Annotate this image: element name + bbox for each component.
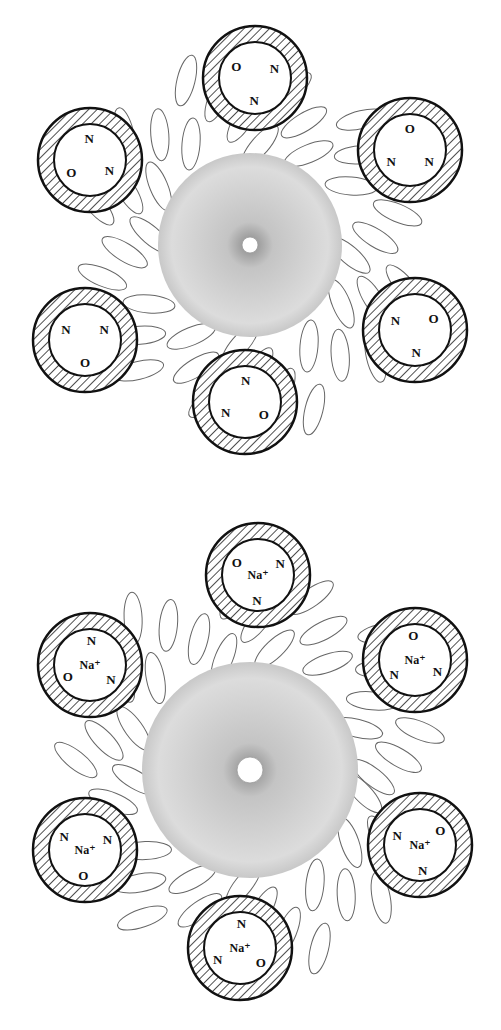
atom-label: N [269,61,280,74]
atom-label: Na⁺ [79,659,102,671]
atom-label: O [65,165,77,178]
side-chain [348,216,402,259]
side-chain [80,715,129,765]
atom-label: N [98,323,109,336]
side-chain [329,329,351,382]
atom-label: N [104,164,115,177]
atom-label: O [79,356,91,369]
peptide-ring: N N O [354,94,466,206]
atom-label: Na⁺ [404,654,427,666]
side-chain [184,612,214,667]
atom-label: N [388,667,399,680]
peptide-ring: Na⁺ N N O [184,892,296,1004]
peptide-ring: Na⁺ N N O [364,789,476,901]
side-chain [180,117,202,170]
side-chain [393,712,448,748]
atom-label: O [404,122,416,135]
atom-label: O [258,407,270,420]
atom-label: O [230,60,242,73]
peptide-ring: N N O [29,284,141,396]
peptide-ring: N N O [189,346,301,458]
side-chain [115,901,170,935]
side-chain [149,108,171,161]
side-chain [303,858,326,912]
atom-label: N [390,313,401,326]
atom-label: N [417,863,428,876]
peptide-ring: Na⁺NNO [34,609,146,721]
atom-label: N [240,374,251,387]
atom-label: N [105,672,116,685]
atom-label: Na⁺ [74,844,97,856]
side-chain [171,53,201,108]
side-chain [142,651,169,705]
atom-label: O [434,824,446,837]
side-chain [50,737,102,783]
ring-outline [199,22,311,134]
side-chain [296,611,350,651]
pore-lining [142,662,358,878]
side-chain [336,868,356,921]
side-chain [305,921,335,976]
peptide-ring: Na⁺ N N O [29,794,141,906]
atom-label: O [407,629,419,642]
peptide-ring: Na⁺ N N O [359,604,471,716]
atom-label: N [385,155,396,168]
atom-label: O [231,555,243,568]
pore [242,237,258,253]
ring-outline [29,284,141,396]
atom-label: N [251,594,262,607]
pore-lining [158,153,342,337]
atom-label: N [274,557,285,570]
ring-outline [359,274,471,386]
peptide-ring: Na⁺ N N O [202,519,314,631]
atom-label: N [212,953,223,966]
atom-label: N [102,833,113,846]
atom-label: N [391,828,402,841]
ring-outline [189,346,301,458]
ring-outline [354,94,466,206]
atom-label: O [62,670,74,683]
atom-label: Na⁺ [409,839,432,851]
atom-label: N [236,917,247,930]
peptide-ring: N N O [199,22,311,134]
pore [237,757,263,783]
atom-label: N [59,830,70,843]
peptide-ring: N N O [359,274,471,386]
side-chain [300,646,355,680]
atom-label: N [83,132,94,145]
atom-label: N [423,154,434,167]
atom-label: N [410,346,421,359]
atom-label: Na⁺ [229,942,252,954]
atom-label: N [249,94,260,107]
atom-label: N [60,323,71,336]
side-chain [157,599,180,653]
atom-label: N [86,634,97,647]
peptide-ring: N N O [34,104,146,216]
side-chain [371,736,425,778]
side-chain [299,382,329,437]
atom-label: N [220,406,231,419]
atom-label: O [427,312,439,325]
ring-outline [34,104,146,216]
atom-label: N [432,665,443,678]
side-chain [122,293,175,315]
side-chain [298,319,320,372]
side-chain [98,231,152,274]
atom-label: Na⁺ [247,569,270,581]
atom-label: O [77,868,89,881]
atom-label: O [255,955,267,968]
